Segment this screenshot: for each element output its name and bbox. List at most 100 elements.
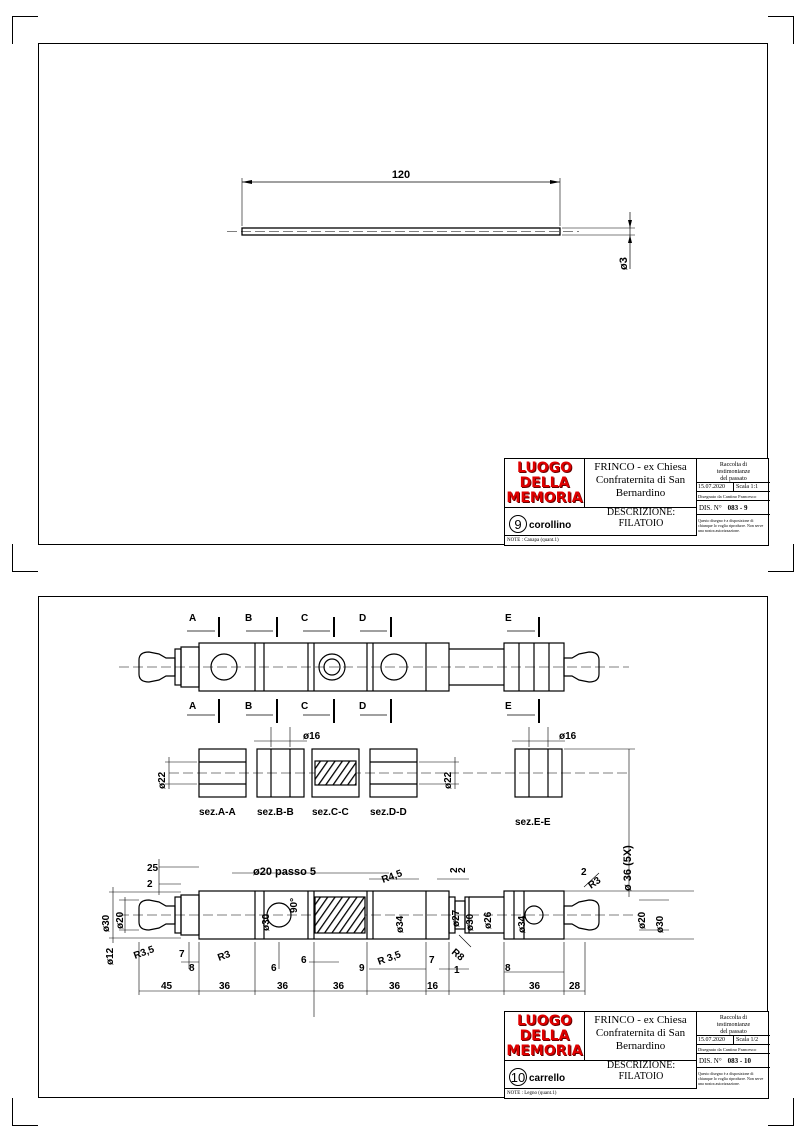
shaft-detail-view <box>119 890 639 940</box>
part-row: 9 corollino <box>505 507 697 535</box>
bottom-dim-16: 16 <box>427 981 439 992</box>
logo-line: DELLA <box>519 1028 570 1044</box>
shaft-top-view <box>119 642 629 692</box>
dim-7: 7 <box>179 949 185 960</box>
project-line: FRINCO - ex Chiesa <box>594 461 687 473</box>
dim-6: 6 <box>301 955 307 966</box>
crop-mark <box>768 1125 794 1126</box>
dim-1: 1 <box>454 965 460 976</box>
dim-9: 9 <box>359 963 365 974</box>
section-label-a: sez.A-A <box>199 807 236 818</box>
project-line: FRINCO - ex Chiesa <box>594 1014 687 1026</box>
license-notice: Questo disegno è a disposizione di chiun… <box>698 1071 764 1086</box>
drawn-by: Disegnato da Cantino Francesco <box>697 492 770 501</box>
collection-line: testimonianze <box>716 469 751 475</box>
logo-line: MEMORIA <box>506 490 583 506</box>
crop-mark <box>12 571 38 572</box>
diameter-22-dimension: ø22 <box>443 771 454 789</box>
drawing-number-label: DIS. N° <box>699 1057 722 1065</box>
drawing-number-row: DIS. N°083 - 9 <box>697 501 770 515</box>
bottom-dim-36: 36 <box>219 981 231 992</box>
drawn-by: Disegnato da Cantino Francesco <box>697 1045 770 1054</box>
section-mark-e: E <box>505 701 512 712</box>
section-mark-b: B <box>245 701 252 712</box>
description: DESCRIZIONE: FILATOIO <box>606 1060 676 1082</box>
bottom-dim-36: 36 <box>389 981 401 992</box>
diameter-dimension: ø3 <box>618 257 630 270</box>
diameter-27-dimension: ø27 <box>451 909 462 927</box>
crop-mark <box>768 571 794 572</box>
diameter-30-dimension: ø30 <box>101 914 112 932</box>
license-notice: Questo disegno è a disposizione di chiun… <box>698 518 764 533</box>
section-mark-e: E <box>505 613 512 624</box>
dim-2: 2 <box>581 867 587 878</box>
bottom-dim-36: 36 <box>333 981 345 992</box>
part-name: corollino <box>529 520 572 531</box>
project-title: FRINCO - ex Chiesa Confraternita di San … <box>585 459 697 507</box>
collection-line: del passato <box>720 476 747 482</box>
crop-mark <box>768 16 794 17</box>
dim-25: 25 <box>147 863 159 874</box>
drawing-number-row: DIS. N° 083 - 10 <box>697 1054 770 1068</box>
dim-6: 6 <box>271 963 277 974</box>
diameter-30-dimension: ø30 <box>655 915 666 933</box>
diameter-26-dimension: ø26 <box>483 911 494 929</box>
section-mark-c: C <box>301 701 308 712</box>
part-number-badge: 9 <box>509 515 527 533</box>
crop-mark <box>793 1098 794 1126</box>
luogo-della-memoria-logo: LUOGO DELLA MEMORIA <box>505 459 585 507</box>
drawing-sheet-carrello: A B C D E A B C D E <box>38 596 770 1100</box>
diameter-30-dimension: ø30 <box>465 913 476 931</box>
drawing-sheet-corollino: 120 ø3 LUOGO DELLA MEMORIA FRINCO - ex C… <box>38 43 770 547</box>
diameter-20-dimension: ø20 <box>637 911 648 929</box>
title-block: LUOGO DELLA MEMORIA FRINCO - ex Chiesa C… <box>504 458 770 547</box>
project-line: Confraternita di San <box>595 1027 686 1039</box>
drawing-number: 083 - 9 <box>727 504 748 512</box>
collection-line: del passato <box>720 1029 747 1035</box>
thread-dimension: ø20 passo 5 <box>253 866 316 878</box>
corollino-drawing: 120 ø3 <box>227 169 635 270</box>
section-mark-a: A <box>189 613 196 624</box>
bottom-dim-36: 36 <box>529 981 541 992</box>
collection-label: Raccolta di testimonianze del passato <box>697 1012 770 1036</box>
drawing-number: 083 - 10 <box>727 1057 751 1065</box>
diameter-16-dimension: ø16 <box>559 731 577 742</box>
dim-8: 8 <box>189 963 195 974</box>
bottom-dim-28: 28 <box>569 981 581 992</box>
section-views <box>169 748 629 798</box>
collection-line: Raccolta di <box>719 462 748 468</box>
note: NOTE : Legno (quant.1) <box>505 1088 697 1100</box>
diameter-34-dimension: ø34 <box>395 915 406 933</box>
collection-line: Raccolta di <box>719 1015 748 1021</box>
bottom-dim-45: 45 <box>161 981 173 992</box>
logo-line: MEMORIA <box>506 1043 583 1059</box>
diameter-30-dimension: ø30 <box>261 913 272 931</box>
crop-mark <box>793 544 794 572</box>
part-name: carrello <box>529 1073 566 1084</box>
date-scale-row: 15.07.2020 Scala 1:1 <box>697 483 770 492</box>
length-dimension: 120 <box>392 169 410 181</box>
section-mark-a: A <box>189 701 196 712</box>
dim-7: 7 <box>429 955 435 966</box>
carrello-drawing: A B C D E A B C D E <box>101 613 694 1017</box>
title-block-info: Raccolta di testimonianze del passato 15… <box>697 459 770 547</box>
crop-mark <box>12 1098 13 1126</box>
crop-mark <box>12 16 13 44</box>
logo-line: LUOGO <box>516 460 573 476</box>
section-cut-marks <box>218 617 540 723</box>
part-row: 10 carrello <box>505 1060 697 1088</box>
description: DESCRIZIONE: FILATOIO <box>606 507 676 529</box>
radius-3-dimension: R3 <box>216 949 232 964</box>
radius-3-5-dimension: R3,5 <box>132 944 156 962</box>
diameter-34-dimension: ø34 <box>517 915 528 933</box>
title-block: LUOGO DELLA MEMORIA FRINCO - ex Chiesa C… <box>504 1011 770 1100</box>
diameter-12-dimension: ø12 <box>105 947 116 965</box>
crop-mark <box>12 16 38 17</box>
collection-label: Raccolta di testimonianze del passato <box>697 459 770 483</box>
radius-4-5-dimension: R4,5 <box>380 868 404 886</box>
section-mark-b: B <box>245 613 252 624</box>
section-label-b: sez.B-B <box>257 807 294 818</box>
dim-2: 2 <box>457 867 468 873</box>
angle-90-dimension: 90° <box>289 898 300 913</box>
date: 15.07.2020 <box>698 1037 725 1043</box>
